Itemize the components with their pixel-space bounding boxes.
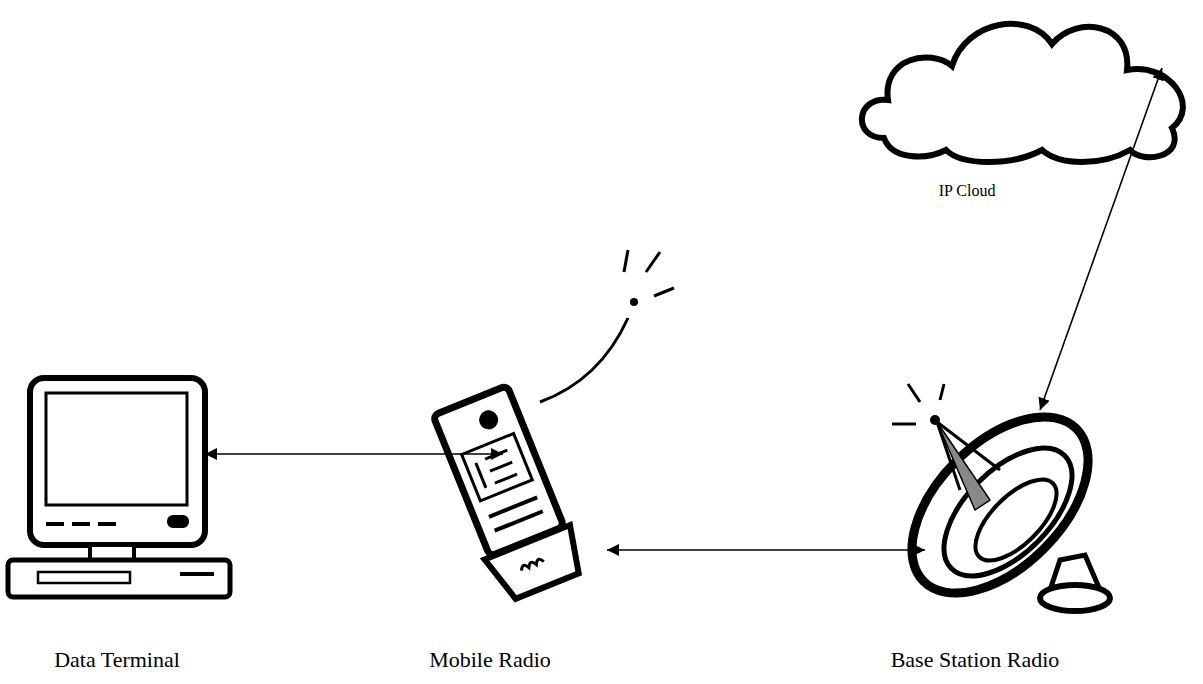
signal-spark <box>654 288 674 296</box>
phone-antenna <box>540 318 628 402</box>
equipment-node: Base Station Radio <box>925 410 1110 610</box>
link-arrow <box>607 549 925 551</box>
feed-strut <box>937 422 960 490</box>
phone-body-group <box>427 383 588 604</box>
screen-line <box>485 450 507 459</box>
signal-spark <box>892 423 916 426</box>
phone-speaker <box>477 408 500 431</box>
monitor-screen <box>46 393 187 505</box>
signal-spark <box>624 250 628 272</box>
drive-slot <box>38 572 130 583</box>
equipment-label: Data Terminal <box>0 647 317 673</box>
screen-line <box>476 463 486 488</box>
cloud-outline <box>862 24 1183 162</box>
dish-rim <box>880 385 1120 625</box>
flap-mark <box>520 558 544 571</box>
screen-line <box>495 474 517 483</box>
monitor-dash <box>46 522 64 526</box>
monitor-dash <box>98 522 116 526</box>
monitor-dash <box>72 522 90 526</box>
equipment-node: IP Cloud <box>862 0 1162 160</box>
phone-icon <box>427 250 674 604</box>
computer-case <box>8 560 230 597</box>
phone-body <box>433 385 564 556</box>
phone-flap <box>485 525 588 604</box>
keypad-line <box>495 511 543 530</box>
feed-tip <box>930 415 940 425</box>
signal-spark <box>940 384 944 400</box>
equipment-label: Mobile Radio <box>290 647 690 673</box>
case-line <box>180 572 214 576</box>
signal-spark <box>646 252 660 272</box>
signal-spark <box>908 384 920 402</box>
equipment-label: IP Cloud <box>767 181 1167 200</box>
equipment-node: Data Terminal <box>8 375 205 595</box>
monitor-body <box>30 378 205 545</box>
dish-base <box>1040 585 1110 611</box>
equipment-node: Mobile Radio <box>503 380 607 585</box>
computer-icon <box>8 378 230 597</box>
feed-cone <box>937 422 990 510</box>
screen-line <box>490 462 512 471</box>
keypad-line <box>489 497 537 516</box>
power-button <box>168 516 188 527</box>
link-arrow <box>1040 68 1162 410</box>
dish-icon <box>880 384 1120 625</box>
link-arrow <box>205 453 503 455</box>
antenna-tip <box>630 298 638 306</box>
phone-screen <box>462 434 533 501</box>
equipment-label: Base Station Radio <box>775 647 1175 673</box>
